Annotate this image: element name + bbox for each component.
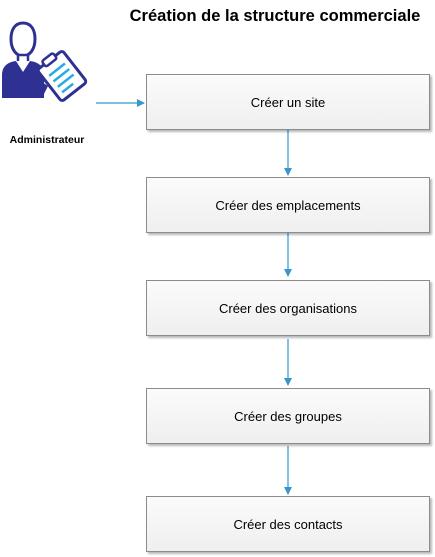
actor-label: Administrateur: [9, 134, 85, 146]
step-create-contacts: Créer des contacts: [146, 496, 430, 552]
diagram-title: Création de la structure commerciale: [129, 7, 421, 25]
administrator-clipboard-icon: [2, 21, 88, 102]
step-create-organizations: Créer des organisations: [146, 280, 430, 336]
step-create-groups: Créer des groupes: [146, 388, 430, 444]
step-create-site: Créer un site: [146, 74, 430, 130]
step-create-locations: Créer des emplacements: [146, 177, 430, 233]
